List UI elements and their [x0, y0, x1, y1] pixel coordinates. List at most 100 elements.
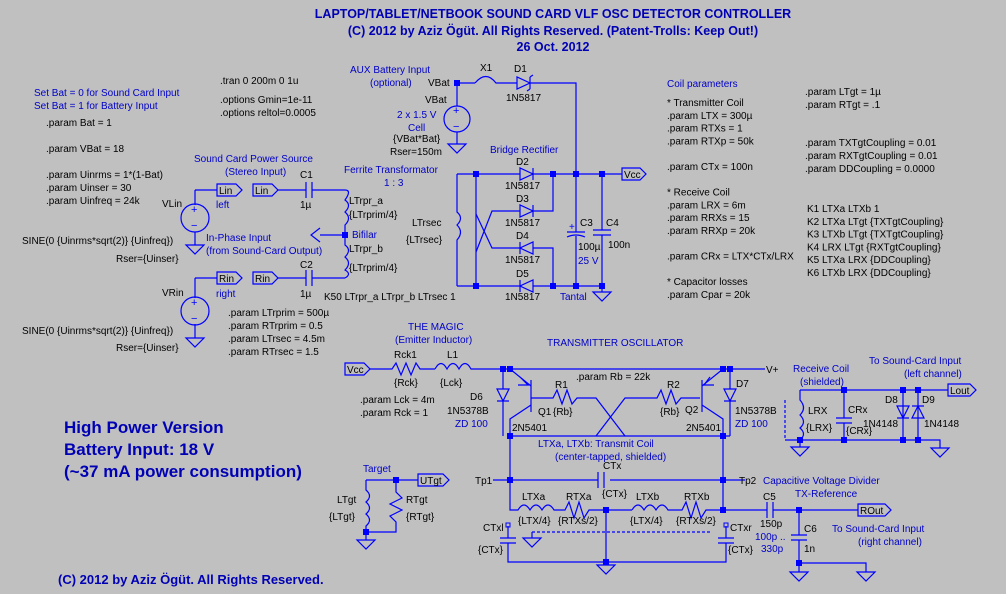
svg-text:LTrpr_a: LTrpr_a	[349, 196, 383, 207]
battery-source: + − X1 D1 1N5817	[443, 63, 577, 174]
sound-source-sub: (Stereo Input)	[225, 167, 286, 178]
svg-text:.param Rb = 22k: .param Rb = 22k	[576, 372, 651, 383]
svg-text:1N5378B: 1N5378B	[447, 406, 489, 417]
svg-text:R2: R2	[667, 380, 680, 391]
transformer-title: Ferrite Transformator	[344, 165, 439, 176]
coil-param-line: .param LRX = 6m	[667, 200, 746, 211]
transformer-ratio: 1 : 3	[384, 178, 404, 189]
svg-text:RTXa: RTXa	[566, 492, 592, 503]
coil-param-line: * Capacitor losses	[667, 277, 748, 288]
param-rtrsec: .param RTrsec = 1.5	[228, 347, 319, 358]
svg-text:VLin: VLin	[162, 199, 182, 210]
svg-text:CTx: CTx	[603, 461, 621, 472]
coupling-directive: K4 LRX LTgt {RXTgtCoupling}	[807, 242, 941, 253]
svg-text:Vcc: Vcc	[624, 170, 641, 181]
svg-text:+: +	[191, 204, 197, 216]
svg-text:+: +	[453, 105, 459, 117]
svg-text:−: −	[453, 121, 459, 133]
svg-text:CTxr: CTxr	[730, 523, 752, 534]
svg-text:D3: D3	[516, 194, 529, 205]
coupling-directive: K3 LTXb LTgt {TXTgtCoupling}	[807, 230, 944, 241]
svg-text:+: +	[569, 222, 575, 233]
coil-param-line: .param Cpar = 20k	[667, 290, 751, 301]
svg-text:LTXa, LTXb: Transmit Coil: LTXa, LTXb: Transmit Coil	[538, 439, 654, 450]
svg-text:D1: D1	[514, 64, 527, 75]
svg-text:{Rb}: {Rb}	[553, 407, 573, 418]
svg-text:UTgt: UTgt	[420, 476, 442, 487]
param-uinser: .param Uinser = 30	[46, 183, 132, 194]
svg-text:Rser={Uinser}: Rser={Uinser}	[116, 254, 179, 265]
svg-text:Tp2: Tp2	[739, 476, 757, 487]
svg-text:Bifilar: Bifilar	[352, 230, 378, 241]
svg-text:1n: 1n	[804, 544, 815, 555]
svg-text:1N5817: 1N5817	[506, 93, 541, 104]
divider-title: Capacitive Voltage Divider	[763, 476, 880, 487]
sim-gmin: .options Gmin=1e-11	[220, 95, 313, 106]
svg-text:Rck1: Rck1	[394, 350, 417, 361]
vbat-net: VBat	[428, 78, 450, 89]
vbat-label: VBat	[425, 95, 447, 106]
svg-text:1N5817: 1N5817	[505, 181, 540, 192]
battery-sub: (optional)	[370, 78, 412, 89]
svg-text:100n: 100n	[608, 240, 630, 251]
target-circuit: UTgt LTgt {LTgt} RTgt {RTgt}	[329, 473, 450, 550]
svg-text:{RTgt}: {RTgt}	[406, 512, 435, 523]
svg-text:X1: X1	[480, 63, 493, 74]
svg-text:C2: C2	[300, 260, 313, 271]
svg-text:SINE(0 {Uinrms*sqrt(2)} {Uinfr: SINE(0 {Uinrms*sqrt(2)} {Uinfreq})	[22, 236, 173, 247]
svg-text:100µ: 100µ	[578, 242, 601, 253]
svg-text:LTrpr_b: LTrpr_b	[349, 244, 383, 255]
svg-text:{LTrprim/4}: {LTrprim/4}	[349, 263, 398, 274]
svg-text:LTXb: LTXb	[636, 492, 660, 503]
svg-text:Q1: Q1	[538, 407, 552, 418]
coil-param-line: .param RTXp = 50k	[667, 136, 755, 147]
receive-title: Receive Coil	[793, 364, 849, 375]
param-rtrprim: .param RTrprim = 0.5	[228, 321, 323, 332]
sound-source-title: Sound Card Power Source	[194, 154, 313, 165]
param-ltrsec: .param LTrsec = 4.5m	[228, 334, 325, 345]
coil-param-line: .param RRXs = 15	[667, 213, 750, 224]
svg-text:1µ: 1µ	[300, 200, 312, 211]
svg-text:Rin: Rin	[219, 274, 234, 285]
coupling-directives: K1 LTXa LTXb 1K2 LTXa LTgt {TXTgtCouplin…	[807, 204, 944, 279]
coil-param-line: .param RTXs = 1	[667, 124, 743, 135]
svg-text:150p: 150p	[760, 519, 783, 530]
bridge-rectifier: D2 1N5817 D3 1N5817 D4 1N5817 D5 1N5817 …	[457, 157, 647, 303]
transformer-primary: LTrpr_a {LTrprim/4} Bifilar LTrpr_b {LTr…	[310, 189, 398, 279]
coil-param-line: .param RRXp = 20k	[667, 226, 756, 237]
target-title: Target	[363, 464, 391, 475]
svg-text:Tantal: Tantal	[560, 292, 587, 303]
svg-text:1N5817: 1N5817	[505, 218, 540, 229]
svg-text:Rser={Uinser}: Rser={Uinser}	[116, 343, 179, 354]
cell-label-2: Cell	[408, 123, 425, 134]
to-soundcard-left: To Sound-Card Input	[869, 356, 962, 367]
vlin-source: + − VLin SINE(0 {Uinrms*sqrt(2)} {Uinfre…	[22, 189, 217, 265]
svg-text:1N5817: 1N5817	[505, 255, 540, 266]
receive-sub: (shielded)	[800, 377, 844, 388]
svg-text:(center-tapped, shielded): (center-tapped, shielded)	[555, 452, 666, 463]
param-uinfreq: .param Uinfreq = 24k	[46, 196, 141, 207]
svg-text:.param Lck = 4m: .param Lck = 4m	[360, 395, 435, 406]
svg-text:{CRx}: {CRx}	[846, 426, 873, 437]
svg-text:LRX: LRX	[808, 406, 828, 417]
svg-text:To Sound-Card Input: To Sound-Card Input	[832, 524, 925, 535]
svg-text:RTXb: RTXb	[684, 492, 710, 503]
coil-params-title: Coil parameters	[667, 79, 738, 90]
inphase-sub: (from Sound-Card Output)	[206, 246, 322, 257]
battery-title: AUX Battery Input	[350, 65, 430, 76]
coil-params-right: .param LTgt = 1µ.param RTgt = .1.param T…	[805, 87, 938, 175]
svg-text:Lin: Lin	[219, 186, 232, 197]
coil-param-line: * Transmitter Coil	[667, 98, 744, 109]
svg-text:1N5817: 1N5817	[505, 292, 540, 303]
copyright-line: (C) 2012 by Aziz Ögüt. All Rights Reserv…	[348, 23, 758, 38]
svg-text:(right channel): (right channel)	[858, 537, 922, 548]
coupling-directive: K2 LTXa LTgt {TXTgtCoupling}	[807, 217, 944, 228]
bridge-title: Bridge Rectifier	[490, 145, 559, 156]
param-vbat: .param VBat = 18	[46, 144, 125, 155]
lin-net-label: Lin Lin C1 1µ left	[216, 170, 345, 211]
receive-coil-circuit: LRX {LRX} CRx {CRx} D8 D9 1N4148 1N4148 …	[784, 383, 977, 458]
battery-value: {VBat*Bat}	[393, 134, 441, 145]
coupling-directive: K5 LTXa LRX {DDCoupling}	[807, 255, 931, 266]
svg-text:Tp1: Tp1	[475, 476, 493, 487]
svg-text:{LRX}: {LRX}	[806, 423, 833, 434]
